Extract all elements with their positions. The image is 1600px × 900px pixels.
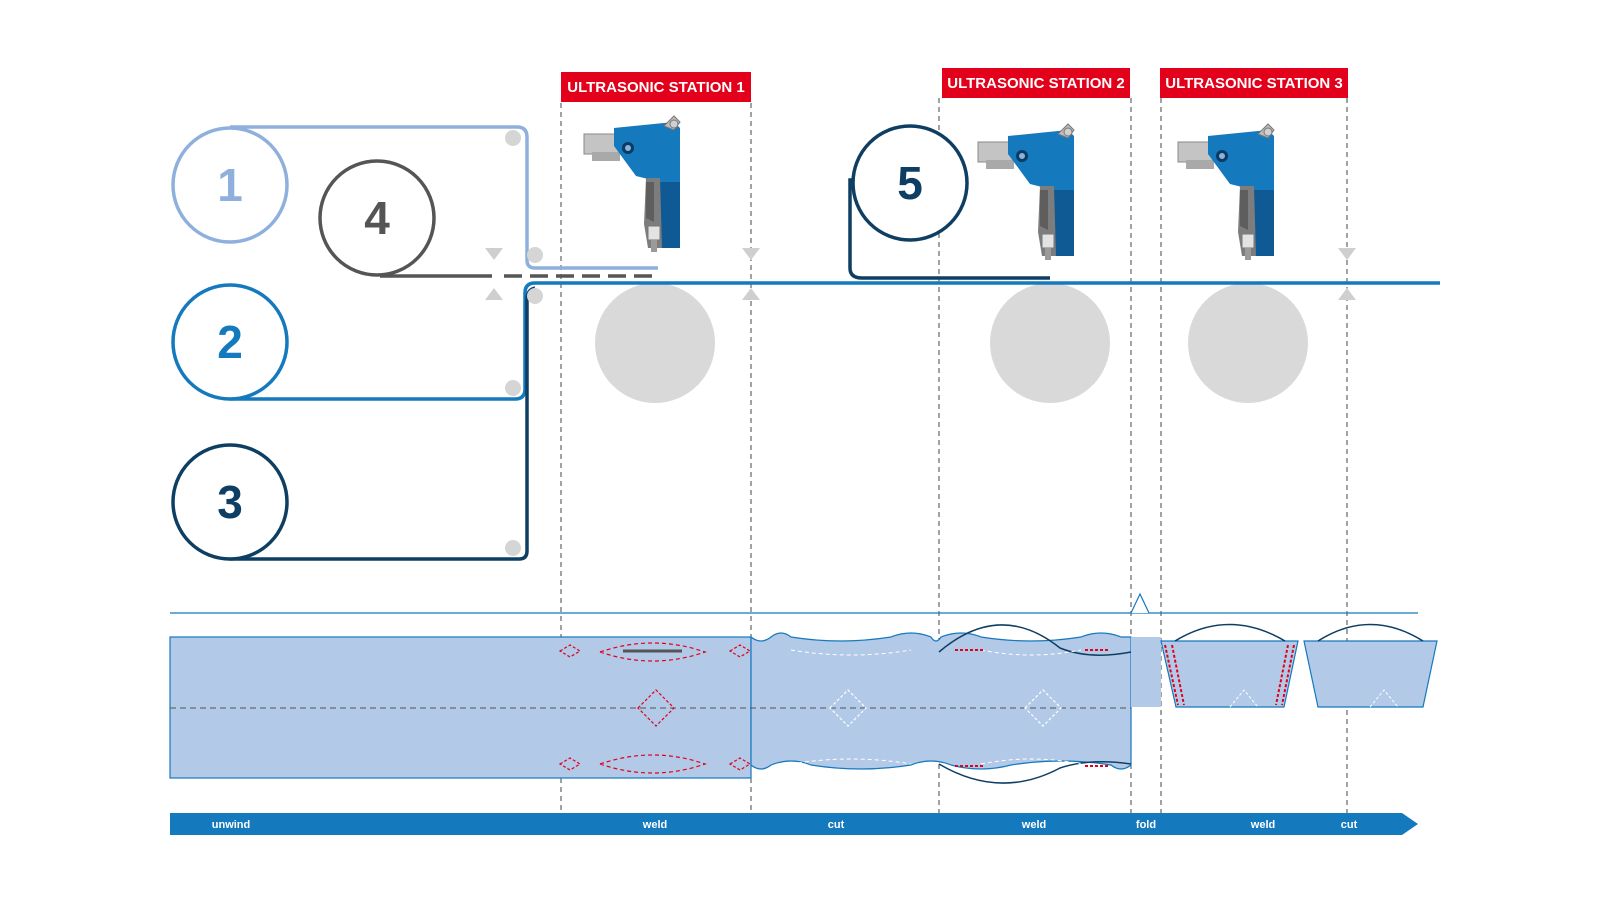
- station-label-3-text: ULTRASONIC STATION 3: [1165, 75, 1343, 92]
- roll-1: 1: [171, 126, 289, 244]
- step-label-cut-1: cut: [828, 819, 845, 831]
- process-arrow: unwind weld cut weld fold weld cut: [170, 813, 1418, 835]
- station-label-1: ULTRASONIC STATION 1: [561, 72, 751, 102]
- roll-1-number: 1: [217, 159, 243, 211]
- step-label-weld-1: weld: [642, 819, 667, 831]
- product-strip: [169, 592, 1438, 784]
- sonotrode-icon-station-1: [583, 115, 681, 253]
- station-label-2-text: ULTRASONIC STATION 2: [947, 75, 1125, 92]
- roll-3-number: 3: [217, 476, 243, 528]
- guide-rollers: [505, 130, 543, 556]
- anvil-drum-3: [1188, 283, 1308, 403]
- anvil-drum-1: [595, 283, 715, 403]
- sonotrode-icon-station-3: [1177, 123, 1275, 261]
- roll-2-number: 2: [217, 316, 243, 368]
- sonotrode-icon-station-2: [977, 123, 1075, 261]
- station-label-2: ULTRASONIC STATION 2: [942, 68, 1130, 98]
- step-label-fold: fold: [1136, 819, 1156, 831]
- web-path-roll-5: [848, 178, 1050, 280]
- roll-5-number: 5: [897, 157, 923, 209]
- cut-markers: [485, 248, 1356, 300]
- step-label-cut-2: cut: [1341, 819, 1358, 831]
- anvil-drum-2: [990, 283, 1110, 403]
- station-label-1-text: ULTRASONIC STATION 1: [567, 79, 745, 96]
- roll-2: 2: [171, 283, 289, 401]
- step-label-unwind: unwind: [212, 819, 251, 831]
- web-path-roll-2: [230, 281, 1440, 401]
- step-label-weld-2: weld: [1021, 819, 1046, 831]
- station-label-3: ULTRASONIC STATION 3: [1160, 68, 1348, 98]
- roll-4-number: 4: [364, 192, 390, 244]
- roll-4: 4: [318, 159, 436, 277]
- web-path-roll-1: [230, 125, 658, 270]
- step-label-weld-3: weld: [1250, 819, 1275, 831]
- roll-3: 3: [171, 443, 289, 561]
- roll-5: 5: [851, 124, 969, 242]
